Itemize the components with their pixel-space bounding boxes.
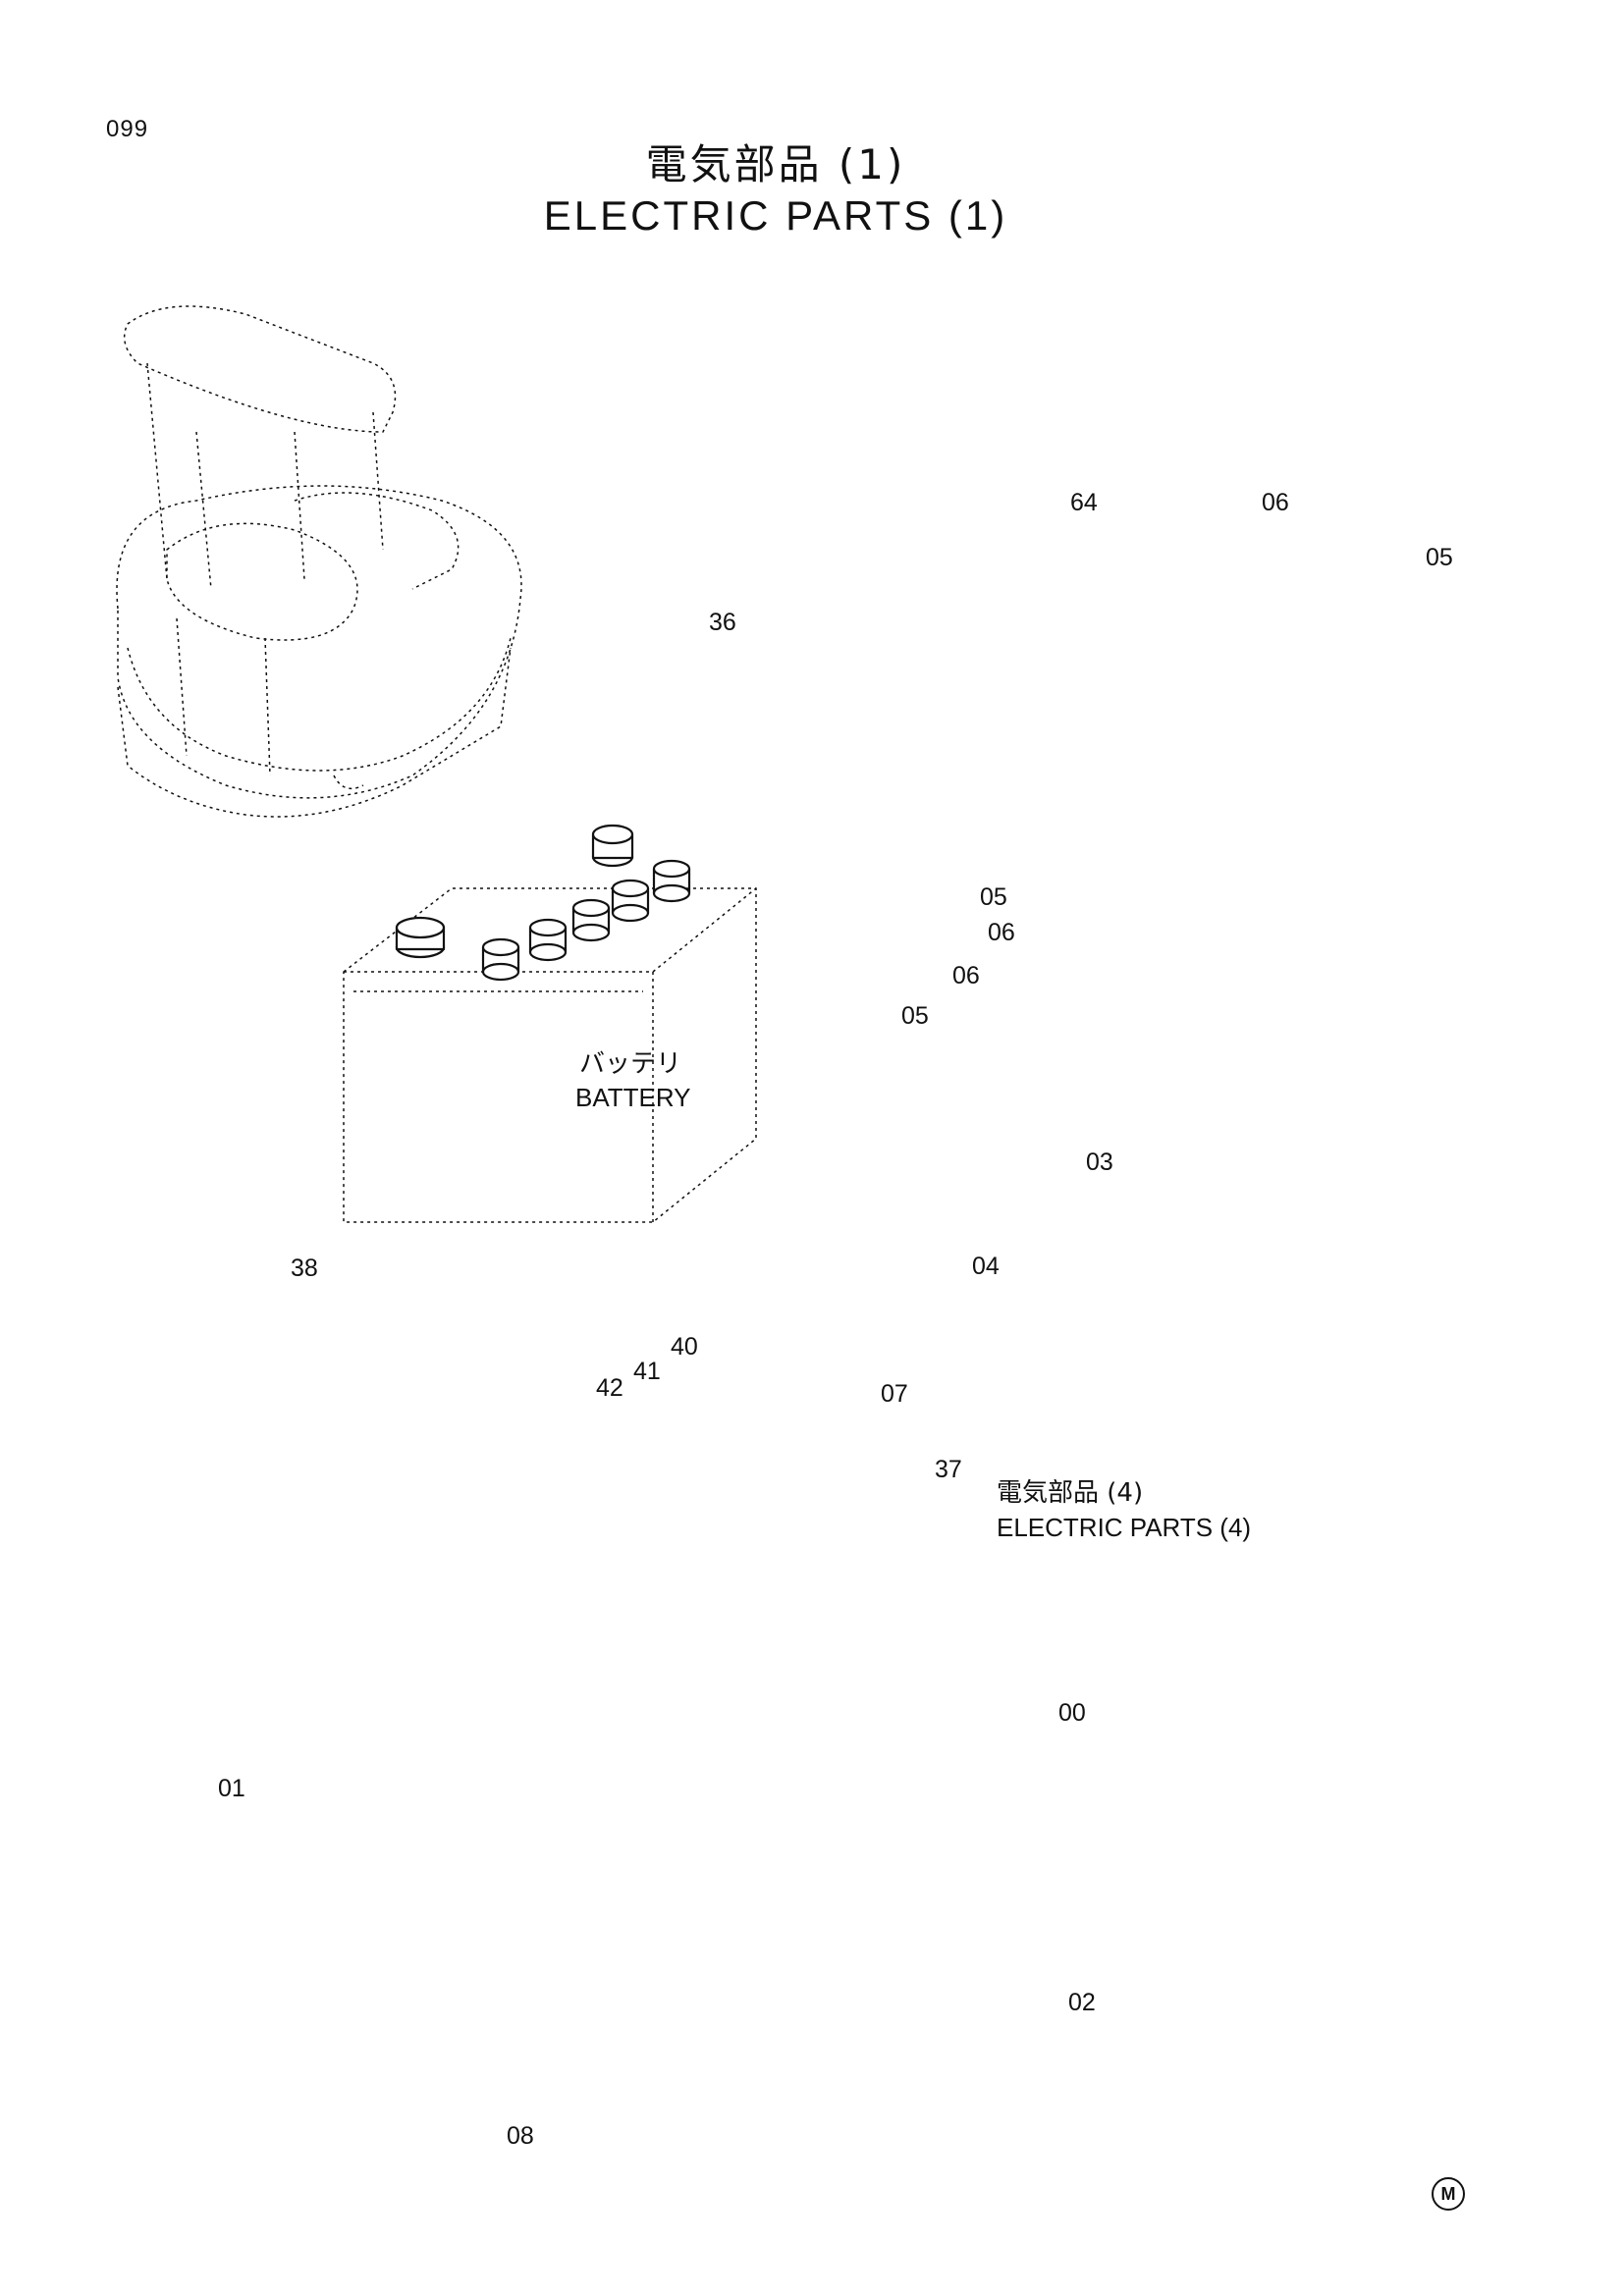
part-label-37: 37	[935, 1456, 962, 1483]
machine-overview-illustration	[116, 305, 522, 818]
part-label-38: 38	[291, 1255, 318, 1282]
part-label-06-middle-a: 06	[988, 919, 1015, 946]
page-title-english: ELECTRIC PARTS (1)	[543, 192, 1008, 239]
part-label-40: 40	[671, 1333, 698, 1361]
part-label-07: 07	[881, 1380, 908, 1408]
part-label-01: 01	[218, 1775, 245, 1802]
battery-label-english: BATTERY	[575, 1083, 691, 1112]
part-label-02: 02	[1068, 1989, 1096, 2016]
part-label-36: 36	[709, 609, 736, 636]
part-label-41: 41	[633, 1358, 661, 1385]
part-label-05-lower: 05	[901, 1002, 929, 1030]
part-label-06-upper: 06	[1262, 489, 1289, 516]
battery-label-japanese: バッテリ	[579, 1049, 682, 1079]
page-title-japanese: 電気部品 (1)	[645, 140, 906, 188]
part-label-03: 03	[1086, 1148, 1113, 1176]
part-label-00: 00	[1058, 1699, 1086, 1727]
part-label-06-middle-b: 06	[952, 962, 980, 989]
page-number: 099	[106, 116, 149, 142]
part-label-05-middle: 05	[980, 883, 1007, 911]
part-label-05-upper: 05	[1426, 544, 1453, 571]
battery-illustration	[343, 824, 757, 1223]
part-label-08: 08	[507, 2122, 534, 2150]
part-label-42: 42	[596, 1374, 623, 1402]
maker-mark-icon: M	[1432, 2177, 1465, 2211]
cross-reference-japanese: 電気部品 (4)	[997, 1478, 1144, 1508]
cross-reference-english: ELECTRIC PARTS (4)	[997, 1513, 1252, 1542]
part-label-64: 64	[1070, 489, 1098, 516]
part-label-04: 04	[972, 1253, 1000, 1280]
